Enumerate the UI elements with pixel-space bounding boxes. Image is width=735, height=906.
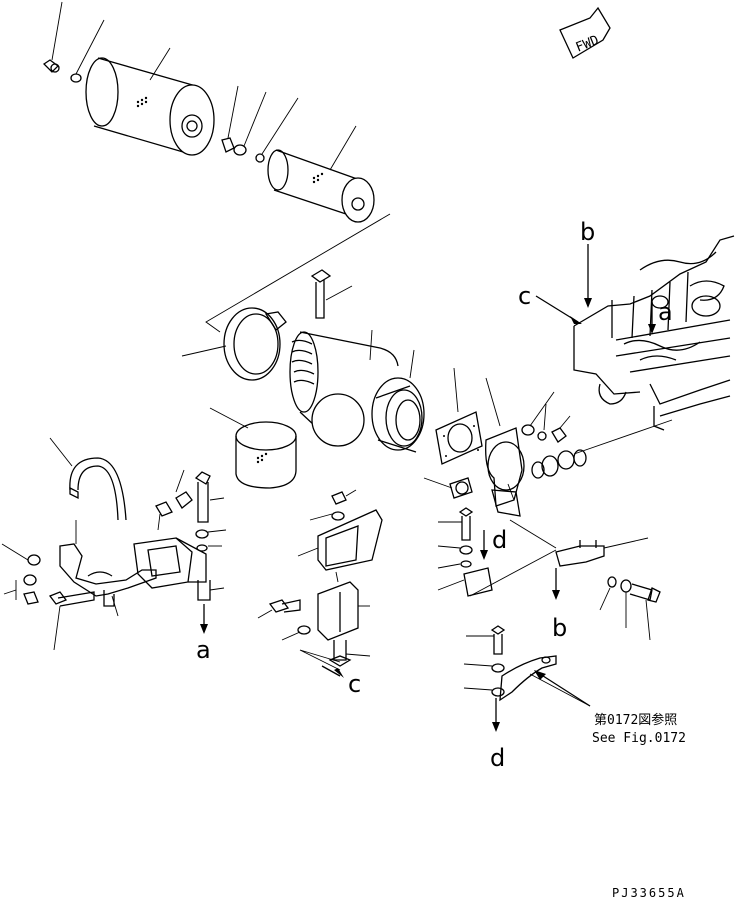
arrow-a-engine (648, 302, 656, 334)
arrow-to-d-upper (480, 530, 488, 560)
washer-set-right (521, 391, 571, 443)
label-b-top: b (580, 218, 596, 246)
ground-strap-pointer-icon (534, 670, 591, 707)
hose-fitting-part (531, 419, 673, 479)
right-small-bracket (555, 537, 649, 567)
engine-block (573, 235, 735, 431)
drawing-code: PJ33655A (612, 886, 686, 900)
label-c-left: c (518, 282, 532, 310)
left-small-hardware (155, 469, 227, 601)
air-cleaner-body (289, 329, 425, 453)
label-c-right: c (348, 670, 362, 698)
reference-note-en: See Fig.0172 (592, 731, 686, 746)
far-left-nuts (1, 543, 41, 605)
arrow-to-c-center (299, 649, 344, 678)
label-d-bottom: d (490, 744, 506, 772)
left-side-bracket-plate (133, 513, 207, 589)
restriction-indicator-part (423, 477, 473, 499)
right-bolt-lower (599, 576, 661, 641)
label-a-right: a (658, 298, 673, 326)
left-mount-bracket (59, 520, 157, 607)
clamp-bolt-part (42, 1, 105, 83)
center-upper-bracket (297, 489, 383, 571)
arrow-to-d-lower (492, 698, 500, 732)
right-bolt-washers (437, 507, 493, 597)
ground-strap-part (499, 655, 591, 707)
label-b-bottom: b (552, 614, 568, 642)
long-bolt-part (310, 269, 353, 319)
left-strap-band (49, 437, 127, 521)
arrow-to-a-left (200, 604, 208, 634)
label-d-top: d (492, 526, 508, 554)
left-bottom-bolt (48, 591, 119, 651)
outer-filter-element (85, 47, 215, 156)
arrow-b-engine (584, 244, 592, 308)
reference-note-jp: 第0172図参照 (594, 713, 678, 728)
dust-cup-cap (209, 407, 297, 489)
inner-filter-element (267, 125, 375, 223)
center-lower-bracket (257, 571, 371, 667)
gasket-part (435, 367, 483, 465)
arrow-to-b-lower (552, 568, 560, 600)
fwd-text: FWD (574, 33, 602, 56)
fwd-arrow-icon: FWD (559, 6, 611, 59)
arrow-c-engine (535, 295, 582, 324)
label-a-left: a (196, 636, 211, 664)
hose-clamp-band (181, 307, 287, 381)
wing-nut-part (221, 85, 299, 163)
ground-strap-bolt (463, 625, 506, 697)
outlet-elbow-part (485, 377, 525, 517)
